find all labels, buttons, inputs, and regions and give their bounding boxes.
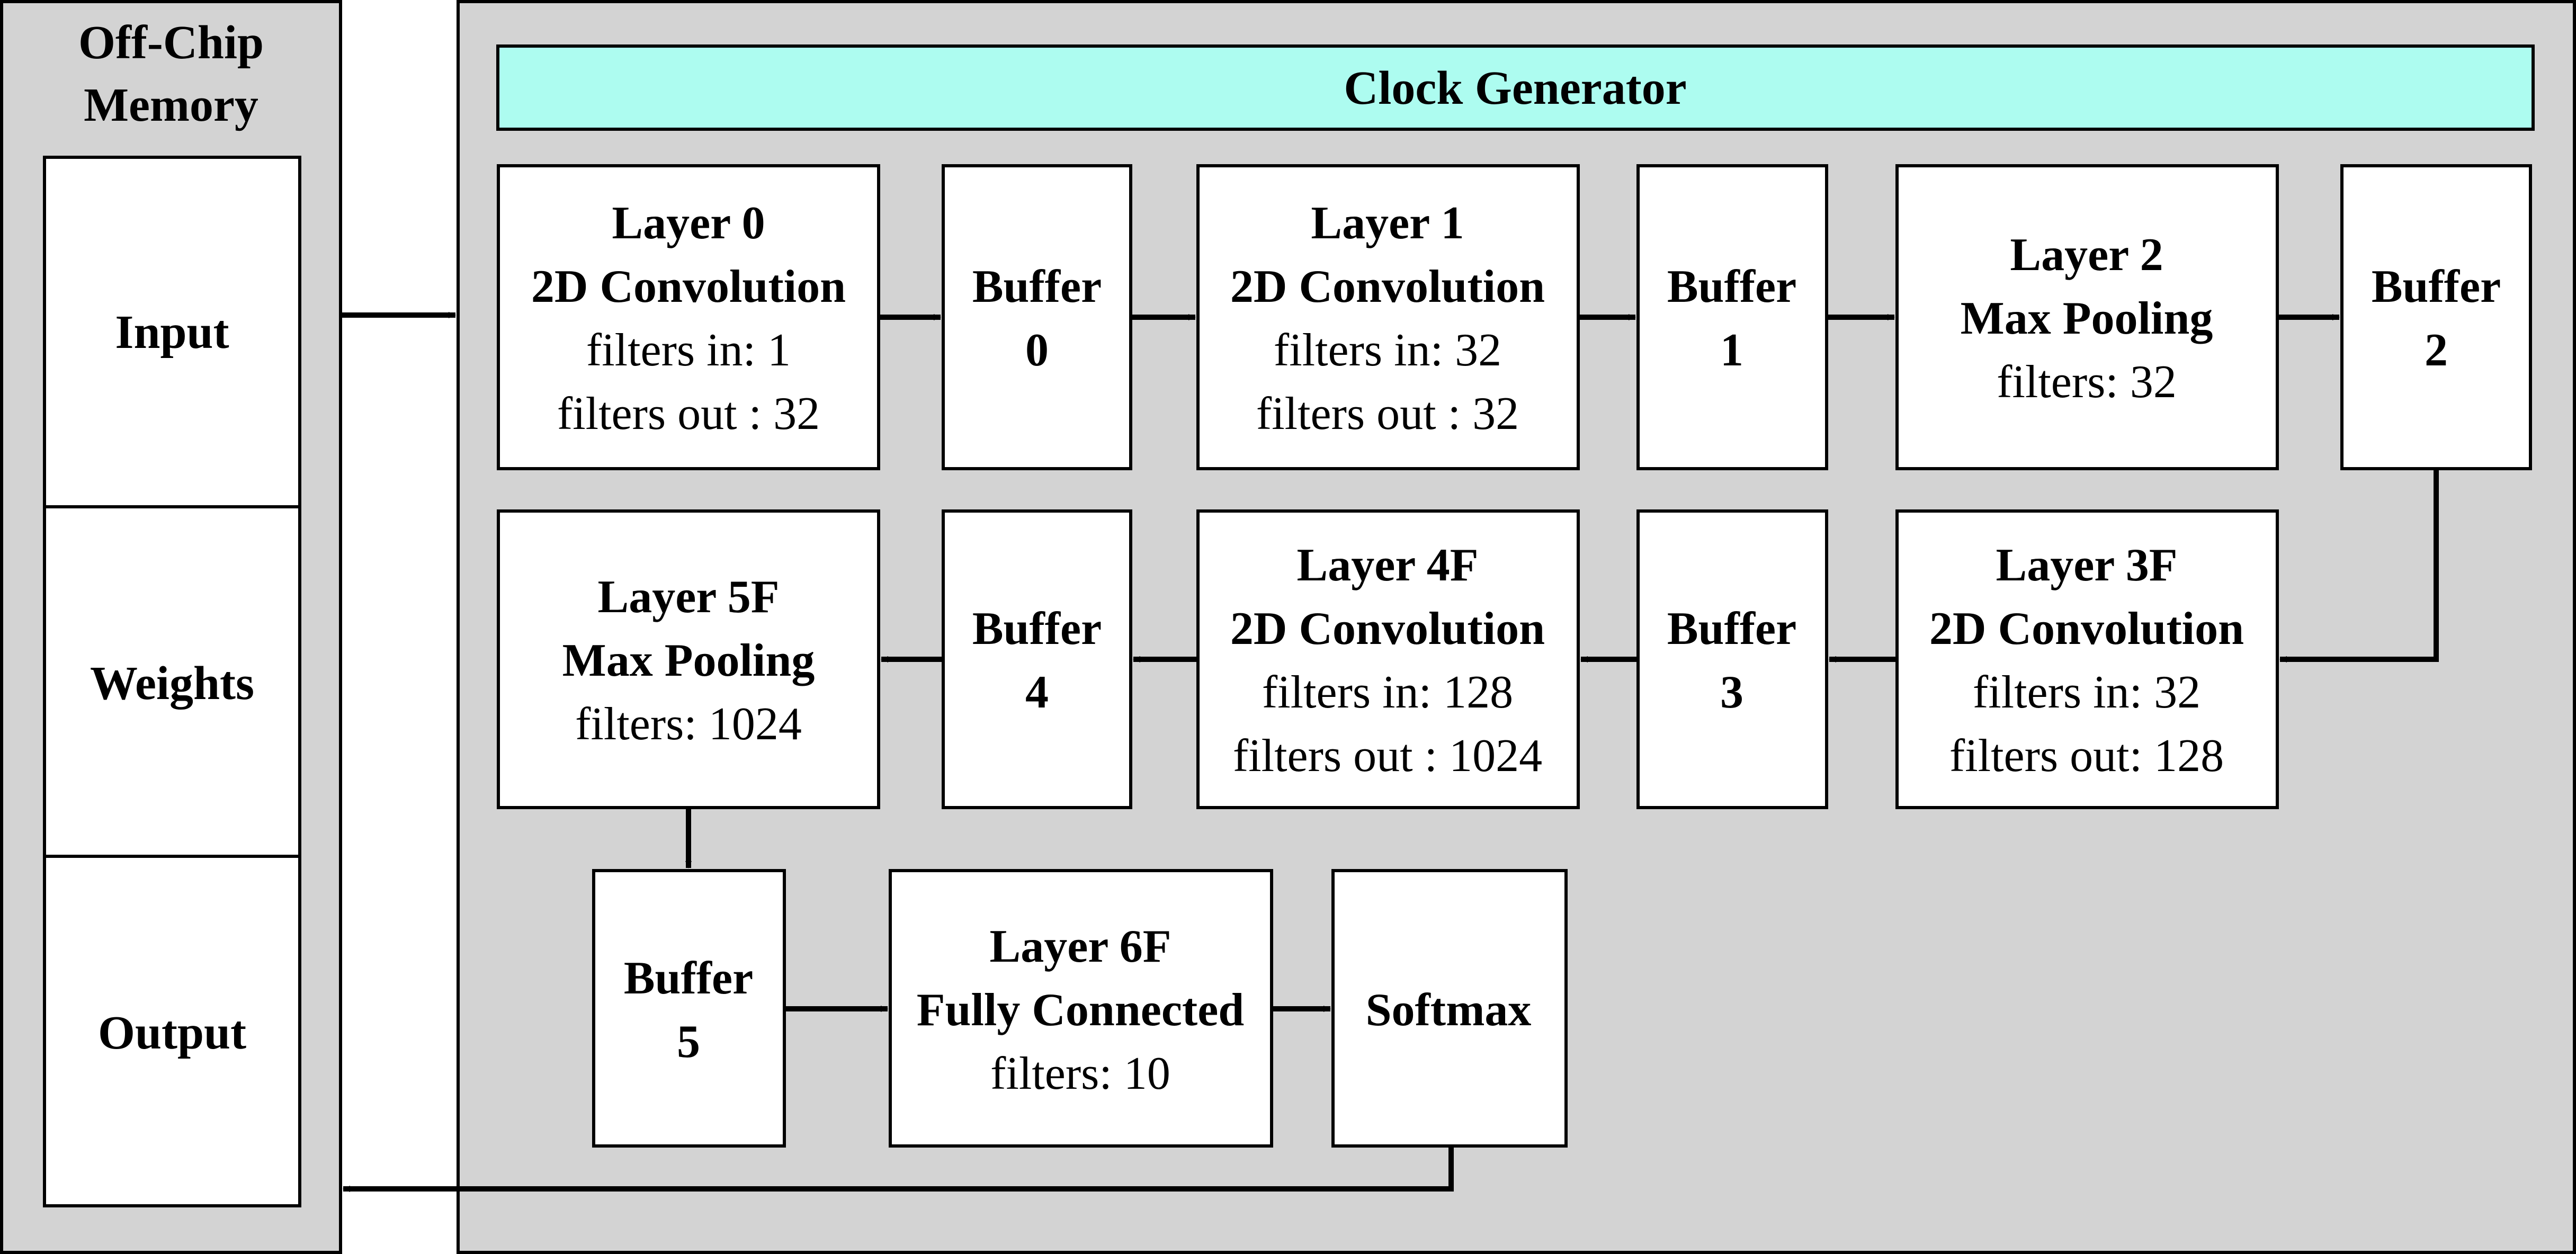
block-layer3f: Layer 3F 2D Convolution filters in: 32 filt…: [1895, 509, 2279, 809]
arrow-buffer2-to-layer3f: [2279, 469, 2439, 662]
buffer0-line-2: 0: [1025, 325, 1049, 376]
block-layer2: Layer 2 Max Pooling filters: 32: [1895, 164, 2279, 470]
clock-generator-box: [496, 44, 2535, 131]
block-buffer0: Buffer 0: [942, 164, 1132, 470]
layer6f-box: [889, 869, 1273, 1148]
block-layer0: Layer 0 2D Convolution filters in: 1 filter…: [497, 164, 880, 470]
clock-generator-label: Clock Generator: [1344, 62, 1686, 114]
layer2-line-3: filters: 32: [1997, 356, 2177, 408]
buffer2-box: [2340, 164, 2532, 470]
block-buffer2: Buffer 2: [2340, 164, 2532, 470]
layer0-line-1: Layer 0: [612, 198, 765, 249]
buffer3-line-1: Buffer: [1667, 603, 1796, 655]
block-layer6f: Layer 6F Fully Connected filters: 10: [889, 869, 1273, 1148]
offchip-memory: Off-Chip Memory Input Weights Output: [0, 0, 342, 1254]
block-layer5f: Layer 5F Max Pooling filters: 1024: [497, 509, 880, 809]
layer0-box: [497, 164, 880, 470]
layer1-line-2: 2D Convolution: [1230, 261, 1545, 312]
buffer4-box: [942, 509, 1132, 809]
offchip-input-section: [43, 156, 301, 508]
layer5f-line-2: Max Pooling: [562, 635, 815, 686]
buffer4-line-2: 4: [1025, 667, 1049, 718]
offchip-title-line-2: Memory: [84, 79, 258, 131]
layer5f-line-1: Layer 5F: [598, 571, 780, 623]
layer3f-line-4: filters out: 128: [1949, 730, 2224, 782]
layer6f-line-3: filters: 10: [990, 1048, 1170, 1099]
buffer5-line-2: 5: [677, 1016, 700, 1068]
block-buffer4: Buffer 4: [942, 509, 1132, 809]
buffer1-box: [1636, 164, 1828, 470]
block-buffer3: Buffer 3: [1636, 509, 1828, 809]
layer0-line-4: filters out : 32: [557, 388, 820, 440]
buffer3-line-2: 3: [1720, 667, 1743, 718]
buffer2-line-2: 2: [2425, 325, 2448, 376]
buffer3-box: [1636, 509, 1828, 809]
buffer0-box: [942, 164, 1132, 470]
layer1-box: [1196, 164, 1580, 470]
buffer5-box: [592, 869, 786, 1148]
layer0-line-2: 2D Convolution: [531, 261, 846, 312]
layer5f-line-3: filters: 1024: [575, 698, 802, 750]
layer0-line-3: filters in: 1: [586, 325, 791, 376]
layer3f-line-3: filters in: 32: [1973, 667, 2201, 718]
layer1-line-4: filters out : 32: [1256, 388, 1519, 440]
layer1-line-1: Layer 1: [1311, 198, 1464, 249]
layer3f-line-1: Layer 3F: [1996, 540, 2178, 591]
layer6f-line-1: Layer 6F: [990, 921, 1171, 972]
layer5f-box: [497, 509, 880, 809]
block-layer1: Layer 1 2D Convolution filters in: 32 filte…: [1196, 164, 1580, 470]
layer2-line-2: Max Pooling: [1961, 293, 2213, 344]
layer3f-box: [1895, 509, 2279, 809]
block-buffer1: Buffer 1: [1636, 164, 1828, 470]
buffer2-line-1: Buffer: [2372, 261, 2501, 312]
buffer4-line-1: Buffer: [972, 603, 1102, 655]
offchip-output-label: Output: [98, 1007, 246, 1059]
offchip-output-section: [43, 855, 301, 1207]
layer2-box: [1895, 164, 2279, 470]
buffer1-line-2: 1: [1720, 325, 1743, 376]
layer4f-line-3: filters in: 128: [1262, 667, 1513, 718]
offchip-input-label: Input: [115, 306, 229, 359]
layer4f-box: [1196, 509, 1580, 809]
block-layer4f: Layer 4F 2D Convolution filters in: 128 fil…: [1196, 509, 1580, 809]
layer4f-line-4: filters out : 1024: [1233, 730, 1542, 782]
layer3f-line-2: 2D Convolution: [1929, 603, 2244, 655]
layer1-line-3: filters in: 32: [1274, 325, 1501, 376]
softmax-line-1: Softmax: [1366, 984, 1532, 1036]
layer4f-line-1: Layer 4F: [1297, 540, 1479, 591]
layer2-line-1: Layer 2: [2010, 229, 2163, 281]
block-softmax: Softmax: [1331, 869, 1568, 1148]
arrow-softmax-to-output: [343, 1146, 1454, 1192]
block-buffer5: Buffer 5: [592, 869, 786, 1148]
buffer0-line-1: Buffer: [972, 261, 1102, 312]
connectors: [341, 312, 2439, 1192]
clock-generator: Clock Generator: [496, 44, 2535, 131]
offchip-title-line-1: Off-Chip: [78, 16, 264, 69]
offchip-weights-section: [43, 505, 301, 858]
buffer5-line-1: Buffer: [624, 953, 753, 1004]
softmax-box: [1331, 869, 1568, 1148]
buffer1-line-1: Buffer: [1667, 261, 1796, 312]
offchip-weights-label: Weights: [90, 657, 254, 710]
layer4f-line-2: 2D Convolution: [1230, 603, 1545, 655]
layer6f-line-2: Fully Connected: [917, 984, 1244, 1036]
